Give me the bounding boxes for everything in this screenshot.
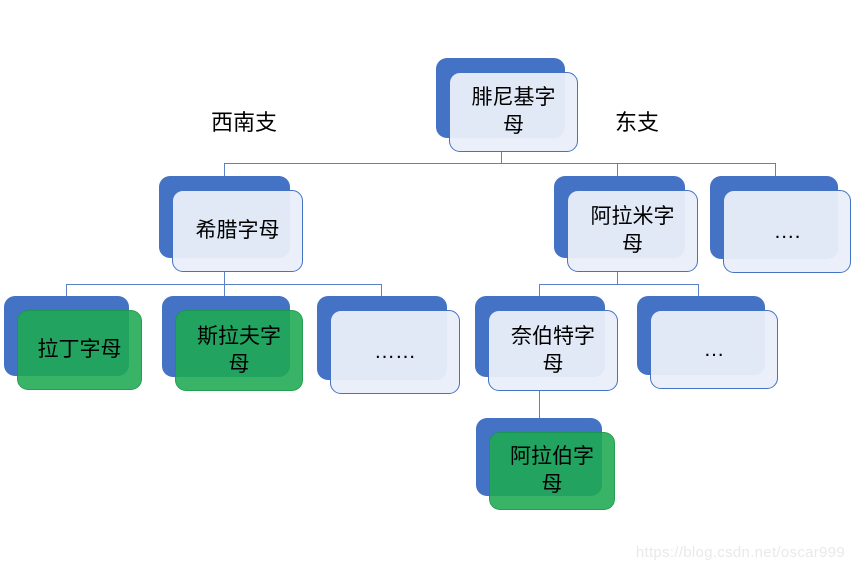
node-phoenician-alphabet[interactable]: 腓尼基字母 [436, 58, 578, 152]
connector-aramaic-down [617, 271, 619, 285]
node-label: 奈伯特字母 [488, 310, 618, 391]
node-aramaic-alphabet[interactable]: 阿拉米字母 [554, 176, 698, 272]
branch-label-southwest: 西南支 [211, 110, 278, 135]
node-slavic-alphabet[interactable]: 斯拉夫字母 [162, 296, 303, 391]
node-label: 阿拉米字母 [567, 190, 698, 272]
connector-aramaic-children-horizontal [539, 284, 699, 286]
connector-root-down [501, 151, 503, 164]
watermark-url: https://blog.csdn.net/oscar999 [635, 544, 845, 561]
node-label: 腓尼基字母 [449, 72, 578, 152]
connector-greek-down [224, 271, 226, 285]
node-greek-alphabet[interactable]: 希腊字母 [159, 176, 303, 272]
node-aramaic-children-ellipsis[interactable]: … [637, 296, 778, 389]
node-label: 阿拉伯字母 [489, 432, 615, 510]
node-east-branch-ellipsis[interactable]: …. [710, 176, 851, 273]
node-label: …… [330, 310, 460, 394]
node-label: 拉丁字母 [17, 310, 142, 390]
node-greek-children-ellipsis[interactable]: …… [317, 296, 460, 394]
node-nabataean-alphabet[interactable]: 奈伯特字母 [475, 296, 618, 391]
node-arabic-alphabet[interactable]: 阿拉伯字母 [476, 418, 615, 510]
node-label: …. [723, 190, 851, 273]
node-label: … [650, 310, 778, 389]
connector-nabataean-to-arabic [539, 390, 541, 434]
branch-label-east: 东支 [615, 110, 660, 135]
node-label: 斯拉夫字母 [175, 310, 303, 391]
node-latin-alphabet[interactable]: 拉丁字母 [4, 296, 142, 390]
connector-level1-horizontal [224, 163, 776, 165]
node-label: 希腊字母 [172, 190, 303, 272]
